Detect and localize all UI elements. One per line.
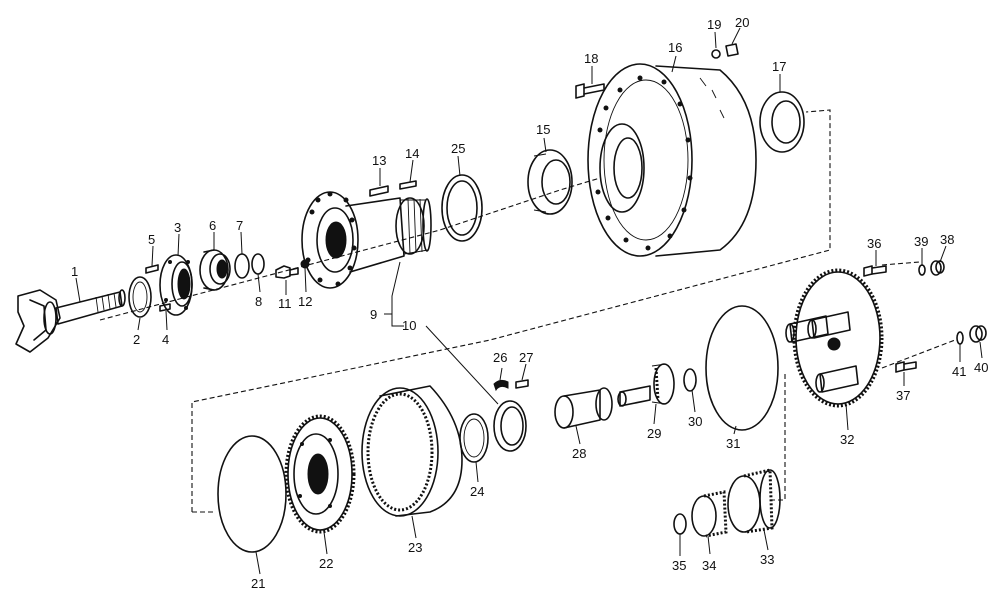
part-41-ring	[956, 331, 964, 345]
callout-5: 5	[148, 232, 155, 247]
callout-29: 29	[647, 426, 661, 441]
part-7-ring	[234, 253, 250, 279]
part-25-seal-ring	[441, 174, 483, 242]
callout-19: 19	[707, 17, 721, 32]
callout-17: 17	[772, 59, 786, 74]
part-31-o-ring	[705, 305, 779, 431]
callout-39: 39	[914, 234, 928, 249]
part-17-seal	[759, 91, 805, 153]
callout-37: 37	[896, 388, 910, 403]
part-2-ring	[128, 276, 152, 318]
part-14-pin	[399, 180, 417, 190]
callout-32: 32	[840, 432, 854, 447]
callout-6: 6	[209, 218, 216, 233]
callout-9: 9	[370, 307, 377, 322]
part-27-screw	[515, 379, 529, 389]
part-28-bushing	[554, 387, 613, 429]
part-24-ring	[459, 413, 489, 463]
callout-28: 28	[572, 446, 586, 461]
callout-13: 13	[372, 153, 386, 168]
part-3-flange-cover	[159, 254, 193, 316]
callout-12: 12	[298, 294, 312, 309]
callout-3: 3	[174, 220, 181, 235]
part-21-o-ring	[217, 435, 287, 553]
callout-35: 35	[672, 558, 686, 573]
part-34-needle-bearing	[691, 490, 728, 538]
callout-36: 36	[867, 236, 881, 251]
part-26-clip	[493, 379, 509, 392]
callout-33: 33	[760, 552, 774, 567]
callout-27: 27	[519, 350, 533, 365]
callout-20: 20	[735, 15, 749, 30]
callout-30: 30	[688, 414, 702, 429]
part-19-nut	[711, 49, 721, 59]
part-13-pin	[369, 185, 389, 197]
part-5-screw	[145, 264, 159, 274]
part-30-snap-ring	[683, 368, 697, 392]
part-6-bearing	[199, 249, 231, 291]
part-33-planet-gear	[727, 468, 781, 534]
callout-34: 34	[702, 558, 716, 573]
part-4-pin	[159, 303, 171, 312]
part-10-thrust-ring	[493, 400, 527, 452]
assembly-center-lines	[99, 109, 956, 513]
part-16-hub-housing	[587, 63, 757, 257]
part-20-plug	[725, 43, 739, 57]
part-38-plug	[930, 260, 945, 276]
part-40-plug	[969, 325, 987, 343]
part-35-ring	[673, 513, 687, 535]
callout-22: 22	[319, 556, 333, 571]
callout-1: 1	[71, 264, 78, 279]
part-15-bearing	[527, 149, 573, 215]
callout-11: 11	[278, 296, 292, 311]
callout-4: 4	[162, 332, 169, 347]
part-39-ring	[918, 264, 926, 276]
part-9-spindle	[301, 191, 432, 289]
callout-26: 26	[493, 350, 507, 365]
callout-7: 7	[236, 218, 243, 233]
callout-14: 14	[405, 146, 419, 161]
part-32-planet-carrier	[785, 268, 884, 408]
part-37-bolt	[895, 361, 917, 373]
callout-41: 41	[952, 364, 966, 379]
leader-lines	[75, 27, 983, 575]
callout-18: 18	[584, 51, 598, 66]
callout-23: 23	[408, 540, 422, 555]
callout-38: 38	[940, 232, 954, 247]
callout-24: 24	[470, 484, 484, 499]
callout-15: 15	[536, 122, 550, 137]
part-36-bolt	[863, 265, 887, 277]
callout-labels: 1 2 3 4 5 6 7 8 9 10 11 12 13 14 15 16 1…	[71, 15, 988, 591]
callout-21: 21	[251, 576, 265, 591]
callout-16: 16	[668, 40, 682, 55]
callout-2: 2	[133, 332, 140, 347]
callout-10: 10	[402, 318, 416, 333]
callout-25: 25	[451, 141, 465, 156]
part-22-carrier-disc	[284, 414, 356, 534]
callout-8: 8	[255, 294, 262, 309]
part-8-ring	[251, 253, 265, 275]
part-1-shaft-yoke	[15, 289, 126, 353]
part-18-bolt	[575, 83, 605, 99]
part-29-sun-gear-shaft	[617, 363, 675, 407]
callout-31: 31	[726, 436, 740, 451]
part-11-bolt	[275, 265, 299, 279]
callout-40: 40	[974, 360, 988, 375]
part-23-ring-gear	[361, 385, 463, 517]
